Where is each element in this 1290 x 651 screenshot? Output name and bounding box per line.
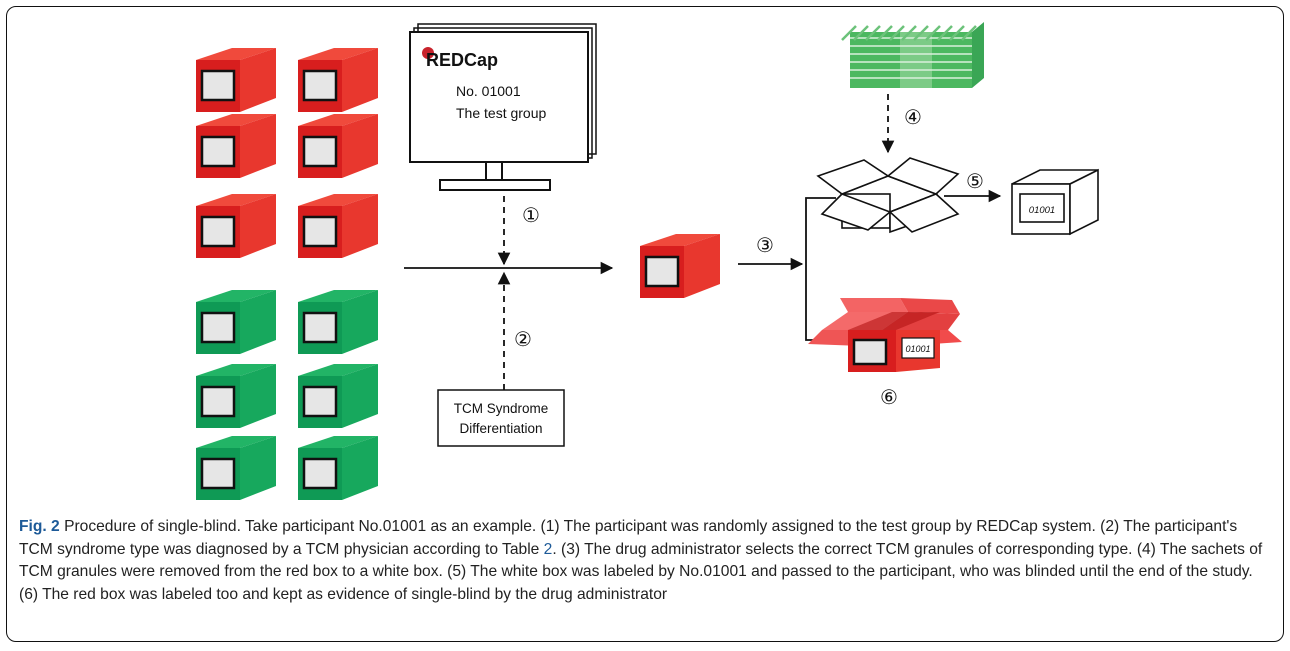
figure-caption: Fig. 2 Procedure of single-blind. Take p… (19, 516, 1269, 606)
red-box-grid (194, 46, 380, 260)
green-box-grid (194, 288, 380, 502)
open-white-box (816, 157, 960, 234)
red-box-label: 01001 (905, 344, 930, 354)
step-6-label: ⑥ (880, 385, 898, 409)
red-box (194, 112, 278, 180)
red-box (194, 192, 278, 260)
green-box (296, 362, 380, 430)
labeled-white-box: 01001 (1011, 168, 1099, 236)
group-assignment: The test group (456, 105, 546, 121)
selected-red-box (638, 232, 722, 300)
green-box (194, 434, 278, 502)
red-box (194, 46, 278, 114)
table-ref-link[interactable]: 2 (543, 540, 553, 558)
white-box-label: 01001 (1029, 205, 1055, 216)
patient-number: No. 01001 (456, 83, 521, 99)
green-box (194, 362, 278, 430)
sachet-stack (841, 22, 984, 88)
step-3-label: ③ (756, 233, 774, 257)
green-box (194, 288, 278, 356)
redcap-logo-icon (422, 47, 434, 59)
redcap-monitor: REDCap No. 01001 The test group (409, 23, 597, 191)
procedure-diagram: REDCap No. 01001 The test group ① ② TCM … (194, 22, 1099, 502)
red-box (296, 112, 380, 180)
figure-label: Fig. 2 (19, 518, 60, 535)
caption-text-part-1: Procedure of single-blind. Take particip… (19, 518, 1238, 558)
tcm-line-1: TCM Syndrome (454, 401, 549, 416)
step-2-label: ② (514, 327, 532, 351)
tcm-syndrome-box (437, 389, 565, 447)
green-box (296, 434, 380, 502)
step-4-label: ④ (904, 105, 922, 129)
step-5-label: ⑤ (966, 169, 984, 193)
redcap-logo-text: REDCap (426, 50, 498, 70)
red-box (296, 192, 380, 260)
step-1-label: ① (522, 203, 540, 227)
branch-bracket (805, 197, 836, 341)
tcm-line-2: Differentiation (459, 421, 542, 436)
open-red-box: 01001 (808, 298, 962, 372)
caption-text-part-2: . (3) The drug administrator selects the… (19, 540, 1263, 603)
figure-frame (6, 6, 1284, 642)
red-box (296, 46, 380, 114)
green-box (296, 288, 380, 356)
